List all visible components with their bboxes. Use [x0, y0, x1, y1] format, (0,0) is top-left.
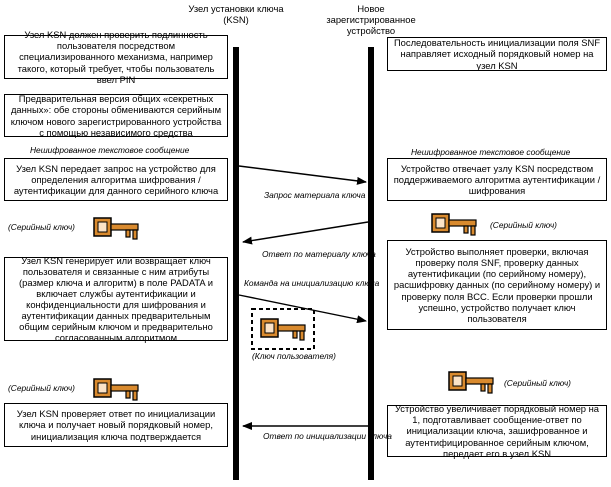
msg-key-init-response: Ответ по инициализации ключа: [263, 431, 392, 441]
msg-key-material-response: Ответ по материалу ключа: [262, 249, 376, 259]
serial-key-caption-right-1: (Серийный ключ): [490, 220, 557, 230]
ksn-auth-box: Узел KSN должен проверить подлинность по…: [4, 29, 228, 85]
msg-key-material-request: Запрос материала ключа: [264, 190, 366, 200]
msg-key-init-command: Команда на инициализацию ключа: [244, 278, 380, 288]
serial-key-icon-right-2: [448, 371, 494, 394]
plaintext-caption-right: Нешифрованное текстовое сообщение: [411, 147, 571, 157]
device-lane-title: Новое зарегистрированное устройство: [326, 3, 416, 36]
serial-key-icon-left-2: [93, 378, 139, 401]
user-key-icon: [260, 318, 306, 341]
arrow-key-material-response: [242, 221, 369, 245]
device-increment-box: Устройство увеличивает порядковый номер …: [387, 403, 607, 459]
serial-key-caption-left-2: (Серийный ключ): [8, 383, 75, 393]
device-algorithm-box: Устройство отвечает узлу KSN посредством…: [387, 158, 607, 201]
user-key-dashed-frame: [251, 308, 315, 350]
serial-key-icon-right-1: [431, 213, 477, 236]
user-key-caption: (Ключ пользователя): [252, 351, 336, 361]
serial-key-icon-left-1: [93, 217, 139, 240]
ksn-request-box: Узел KSN передает запрос на устройство д…: [4, 158, 228, 201]
serial-key-caption-right-2: (Серийный ключ): [504, 378, 571, 388]
device-checks-box: Устройство выполняет проверки, включая п…: [387, 240, 607, 330]
ksn-lane-title: Узел установки ключа (KSN): [188, 3, 284, 25]
ksn-shared-secret-box: Предварительная версия общих «секретных …: [4, 93, 228, 138]
ksn-generate-key-box: Узел KSN генерирует или возвращает ключ …: [4, 255, 228, 343]
device-snf-init-box: Последовательность инициализации поля SN…: [387, 37, 607, 71]
arrow-key-material-request: [238, 165, 367, 185]
serial-key-caption-left-1: (Серийный ключ): [8, 222, 75, 232]
plaintext-caption-left: Нешифрованное текстовое сообщение: [30, 145, 190, 155]
ksn-verify-box: Узел KSN проверяет ответ по инициализаци…: [4, 403, 228, 447]
